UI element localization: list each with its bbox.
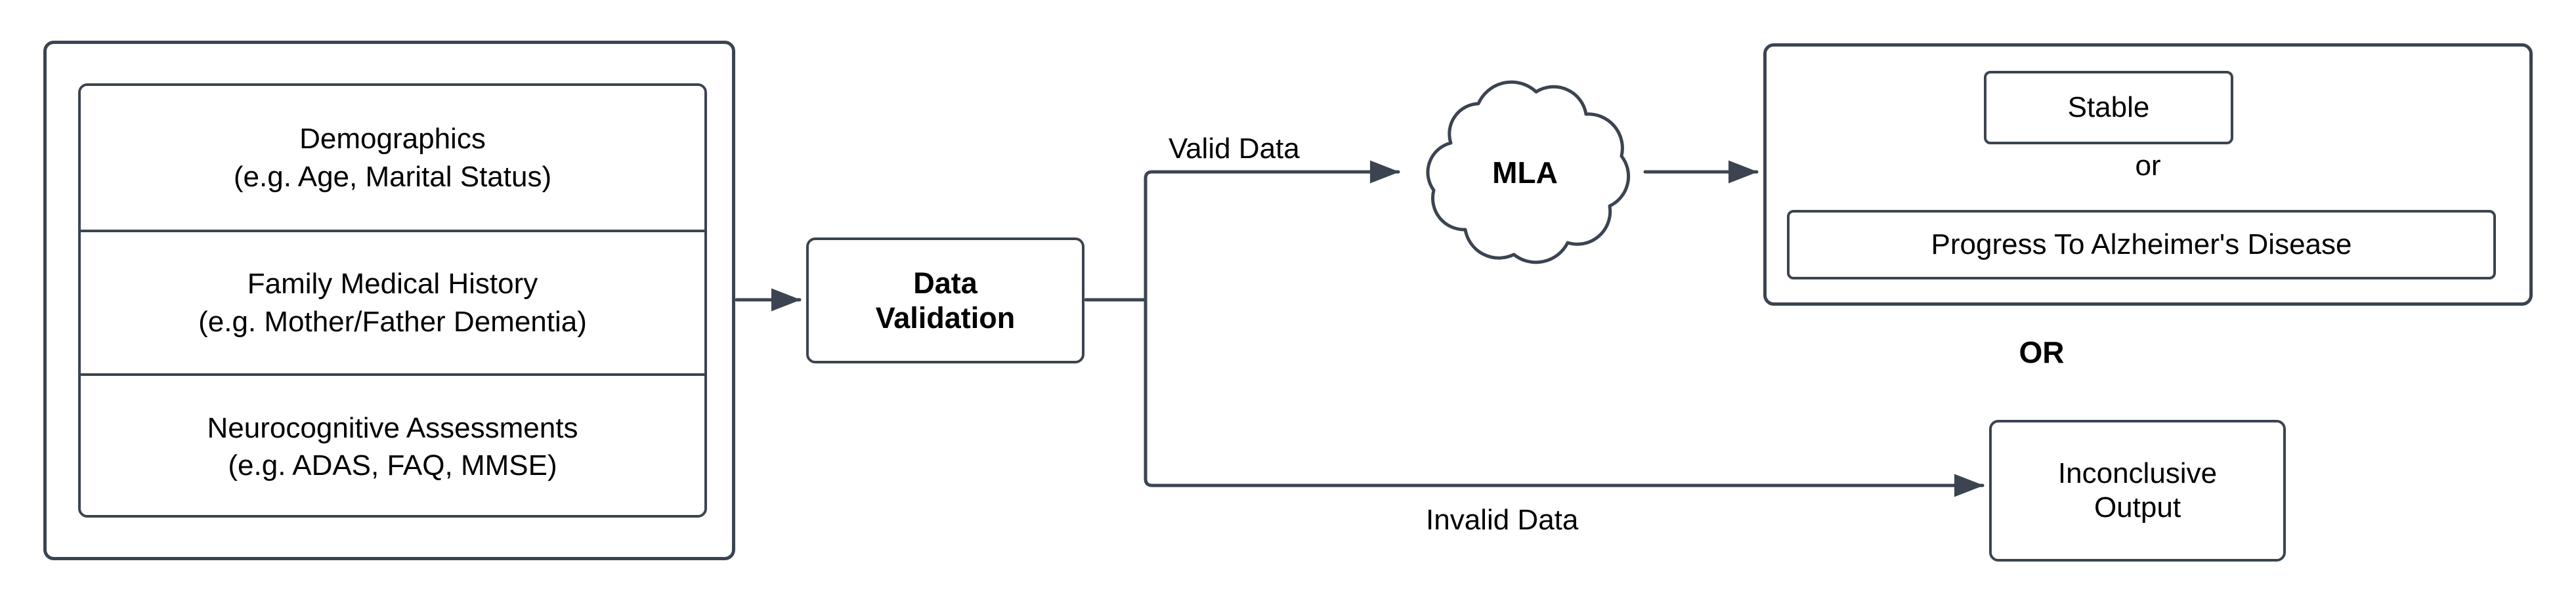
demographics-examples: (e.g. Age, Marital Status) [233, 160, 552, 193]
output-progress-to-alzheimers-box[interactable]: Progress To Alzheimer's Disease [1787, 210, 2496, 279]
input-features-stack: Demographics (e.g. Age, Marital Status) … [78, 83, 707, 518]
input-row-neurocognitive-assessments[interactable]: Neurocognitive Assessments (e.g. ADAS, F… [81, 373, 704, 515]
data-validation-label-line2: Validation [875, 301, 1016, 335]
data-validation-node[interactable]: Data Validation [806, 237, 1084, 363]
cloud-icon [1426, 80, 1631, 264]
edge-invalid-data [1144, 298, 1985, 497]
inconclusive-label-line2: Output [2093, 491, 2181, 524]
inconclusive-label-line1: Inconclusive [2057, 457, 2218, 490]
output-or-separator: or [2135, 150, 2161, 182]
neurocognitive-title: Neurocognitive Assessments [207, 411, 578, 444]
progress-label: Progress To Alzheimer's Disease [1931, 228, 2352, 261]
mla-label: MLA [1492, 155, 1558, 190]
input-row-family-medical-history[interactable]: Family Medical History (e.g. Mother/Fath… [81, 230, 704, 373]
input-row-demographics[interactable]: Demographics (e.g. Age, Marital Status) [81, 86, 704, 230]
neurocognitive-examples: (e.g. ADAS, FAQ, MMSE) [228, 449, 557, 482]
outcome-or-label: OR [2019, 335, 2065, 369]
output-stable-box[interactable]: Stable [1984, 71, 2233, 144]
edge-valid-data [1144, 160, 1400, 302]
edge-label-invalid-data: Invalid Data [1426, 504, 1579, 536]
edge-label-valid-data: Valid Data [1169, 133, 1300, 165]
output-inconclusive-box[interactable]: Inconclusive Output [1989, 420, 2286, 562]
mla-cloud-node[interactable]: MLA [1405, 77, 1645, 268]
input-features-group: Demographics (e.g. Age, Marital Status) … [43, 41, 735, 560]
family-history-examples: (e.g. Mother/Father Dementia) [198, 305, 587, 338]
data-validation-label-line1: Data [913, 266, 977, 300]
demographics-title: Demographics [299, 123, 486, 155]
family-history-title: Family Medical History [247, 268, 538, 300]
stable-label: Stable [2067, 91, 2150, 124]
